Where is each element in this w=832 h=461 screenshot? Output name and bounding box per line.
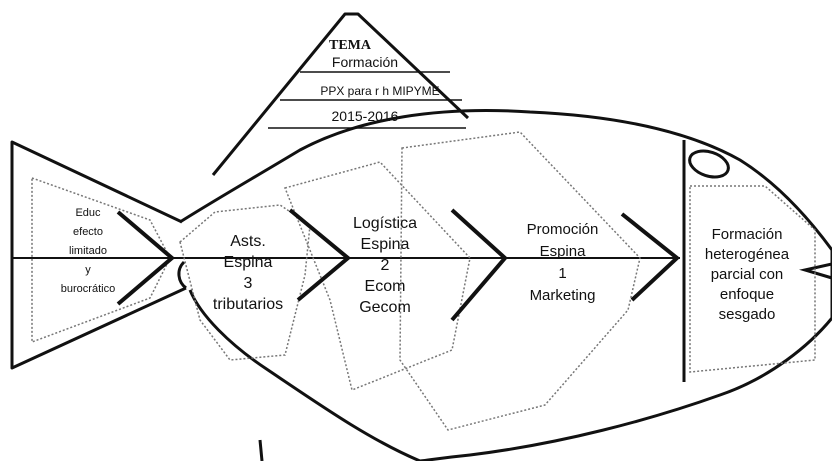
tail-outline xyxy=(10,140,187,370)
tail-line: y xyxy=(85,263,91,276)
fish-mouth xyxy=(799,262,832,280)
bone-1-line: Marketing xyxy=(529,287,596,304)
bone-2-line: Ecom xyxy=(364,277,406,295)
fish-eye xyxy=(688,149,730,179)
bone-1-chevron xyxy=(620,212,681,302)
head-line: Formación xyxy=(711,226,783,243)
tail-chevron xyxy=(116,210,176,306)
bone-2-label: Logística Espina 2 Ecom Gecom xyxy=(325,200,445,330)
head-effect-label: Formación heterogénea parcial con enfoqu… xyxy=(684,210,810,340)
head-line: sesgado xyxy=(718,306,776,323)
head-line: enfoque xyxy=(719,286,775,303)
topic-line-1: Formación xyxy=(331,54,399,70)
bone-2-chevron xyxy=(450,208,508,322)
bone-2-line: Gecom xyxy=(359,298,411,316)
bone-3-line: Asts. xyxy=(230,233,266,250)
bone-3-line: Espina xyxy=(223,254,273,271)
bone-1-label: Promoción Espina 1 Marketing xyxy=(495,208,630,318)
fish-body-outline xyxy=(179,109,832,461)
tail-line: burocrático xyxy=(60,282,116,295)
tail-line: limitado xyxy=(69,244,107,257)
bone-1-zone xyxy=(399,131,641,431)
bone-3-chevron xyxy=(288,208,352,302)
tail-line: efecto xyxy=(73,225,103,238)
head-zone xyxy=(689,185,816,373)
bone-1-line: Espina xyxy=(539,243,586,260)
head-line: parcial con xyxy=(710,266,784,283)
dorsal-fin xyxy=(211,12,470,176)
bone-3-line: tributarios xyxy=(212,296,284,313)
head-line: heterogénea xyxy=(704,246,790,263)
bone-3-zone xyxy=(179,204,311,361)
bone-2-line: Logística xyxy=(352,214,418,232)
bone-2-line: 2 xyxy=(380,256,390,274)
bone-3-line: 3 xyxy=(243,275,253,292)
lower-fin xyxy=(258,439,264,461)
bone-2-zone xyxy=(283,161,471,392)
bone-2-line: Espina xyxy=(360,235,410,253)
tail-line: Educ xyxy=(75,206,101,219)
tail-cause-label: Educ efecto limitado y burocrático xyxy=(28,196,148,306)
topic-heading: TEMA xyxy=(329,38,371,53)
bone-1-line: 1 xyxy=(558,265,567,282)
topic-line-3: 2015-2016 xyxy=(331,108,399,124)
bone-1-line: Promoción xyxy=(526,221,599,238)
bone-3-label: Asts. Espina 3 tributarios xyxy=(186,218,310,328)
tail-connector xyxy=(177,260,187,290)
tail-zone xyxy=(31,176,171,344)
topic-line-2: PPX para r h MIPYME xyxy=(320,84,440,98)
